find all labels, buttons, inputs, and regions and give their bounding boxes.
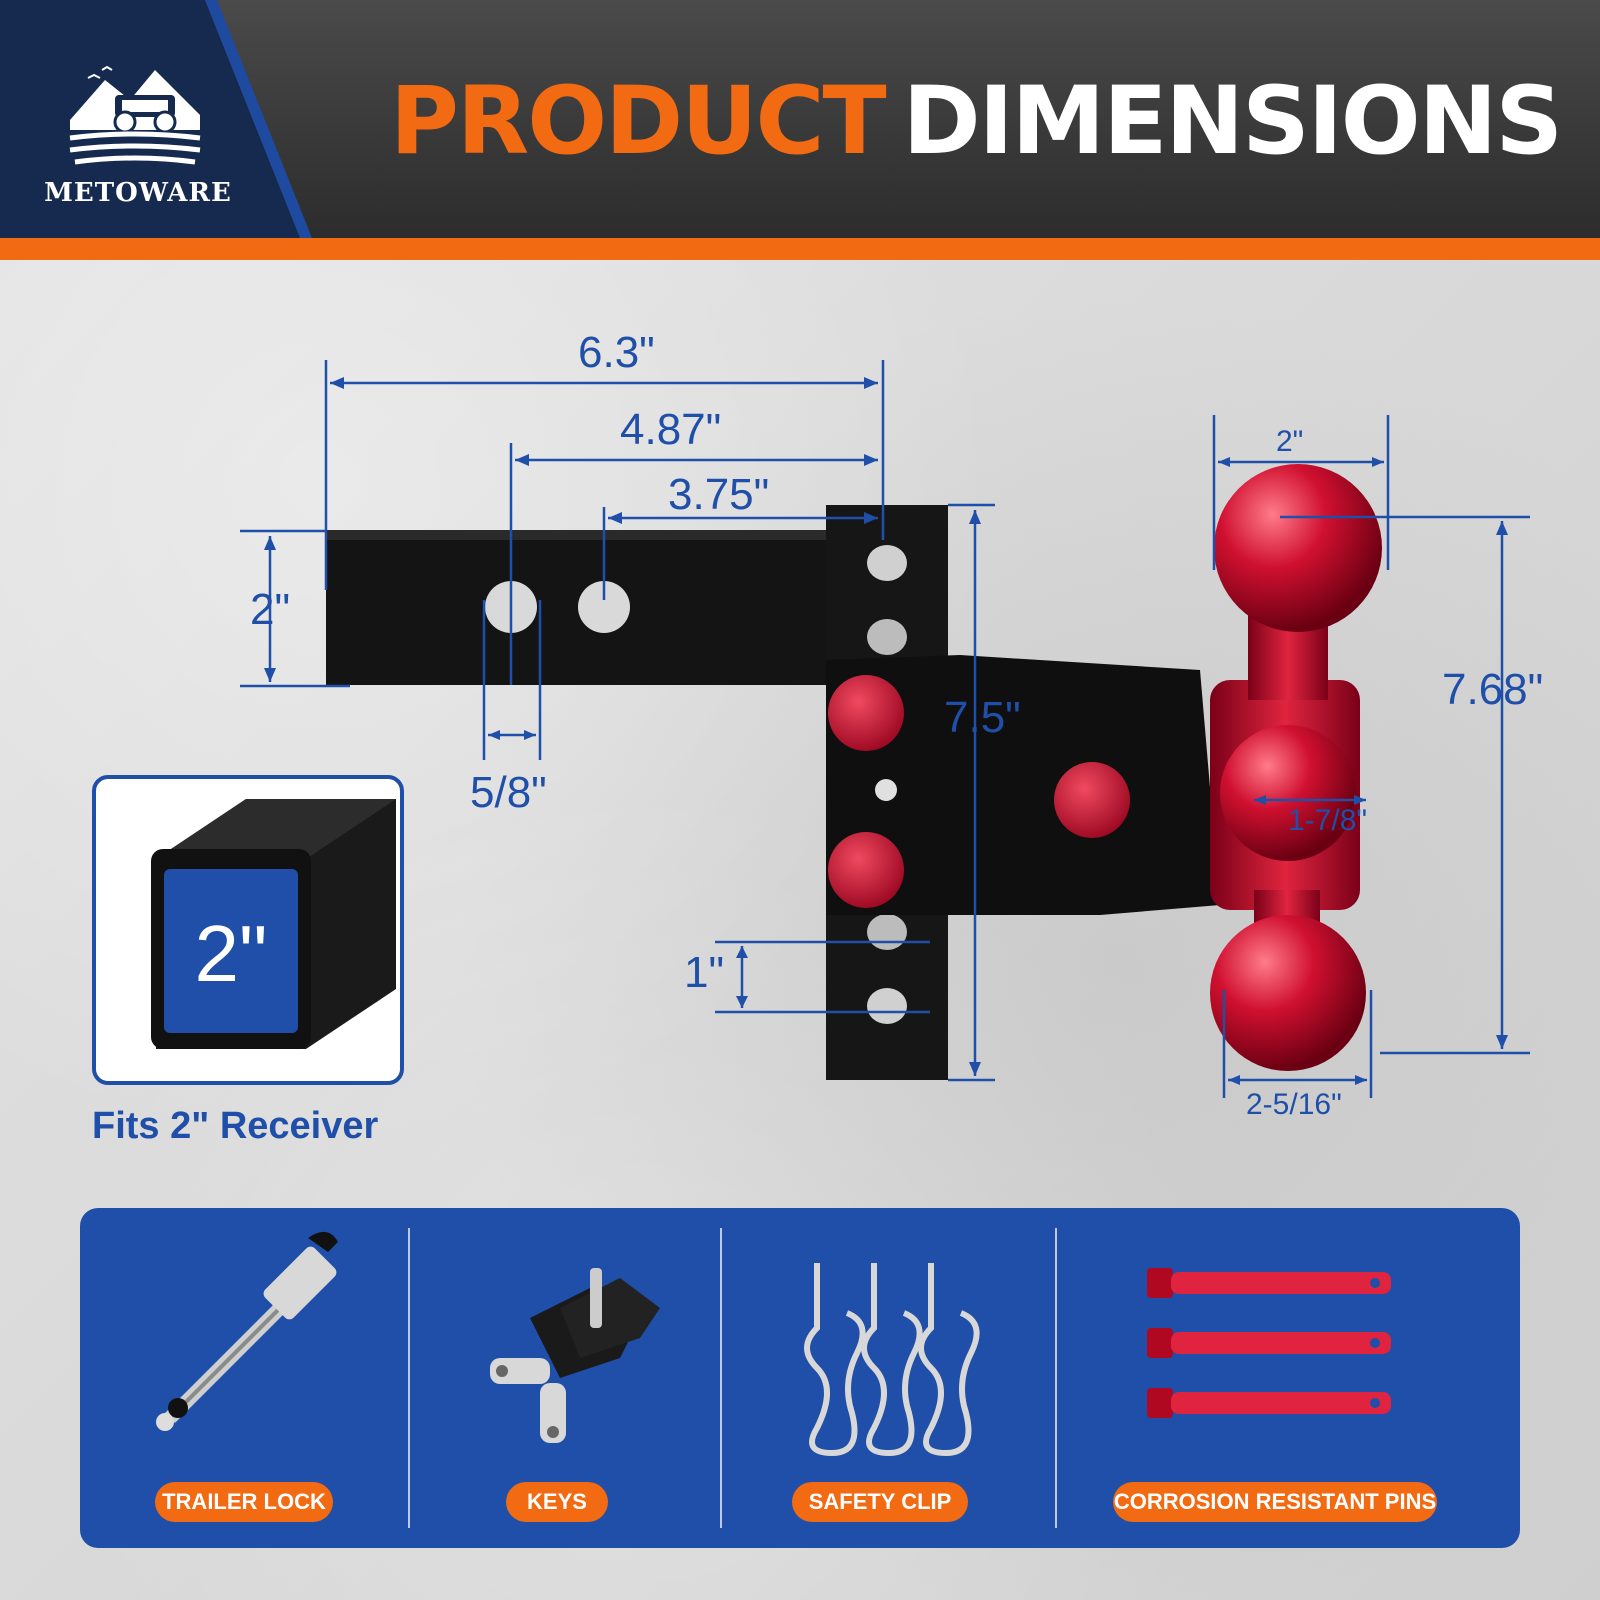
accessories-panel: TRAILER LOCK KEYS SAFETY CLIP <box>80 1208 1520 1548</box>
accessory-safety-clip: SAFETY CLIP <box>722 1208 1055 1548</box>
dim-ball-medium: 1-7/8" <box>1288 804 1368 837</box>
dim-shank-drop: 7.5" <box>944 693 1021 742</box>
accessory-keys: KEYS <box>410 1208 720 1548</box>
trailer-lock-icon <box>156 1231 338 1431</box>
header-accent-bar <box>0 238 1600 260</box>
dim-ball-small: 2" <box>1276 425 1304 458</box>
dim-pin-to-second-hole: 3.75" <box>668 470 770 519</box>
truck-landscape-icon <box>69 65 201 165</box>
title-word-product: PRODUCT <box>390 67 887 176</box>
receiver-card: 2" <box>92 775 404 1085</box>
brand-name: METOWARE <box>44 178 232 208</box>
accessory-label: CORROSION RESISTANT PINS <box>1113 1482 1437 1522</box>
dim-hole-diameter: 5/8" <box>470 768 547 817</box>
receiver-caption: Fits 2" Receiver <box>92 1105 379 1147</box>
dimension-lines <box>240 360 1530 1098</box>
accessory-label: KEYS <box>506 1482 608 1522</box>
hitch-shank <box>326 530 826 685</box>
pins-icon <box>1147 1268 1391 1418</box>
receiver-size-label: 2" <box>195 909 268 998</box>
divider <box>1055 1228 1057 1528</box>
dim-ball-height: 7.68" <box>1442 665 1544 714</box>
safety-clip-icon <box>804 1263 980 1457</box>
tri-ball-assembly <box>1210 464 1382 1071</box>
dim-pin-to-first-hole: 4.87" <box>620 405 722 454</box>
accessory-trailer-lock: TRAILER LOCK <box>80 1208 408 1548</box>
dim-shank-height: 2" <box>250 585 291 634</box>
dim-hole-spacing: 1" <box>684 948 725 997</box>
ball-mount-plate <box>826 655 1220 915</box>
dim-ball-large: 2-5/16" <box>1246 1088 1342 1121</box>
product-drawing <box>240 360 1530 1098</box>
divider <box>720 1228 722 1528</box>
accessory-pins: CORROSION RESISTANT PINS <box>1057 1208 1520 1548</box>
title-word-dimensions: DIMENSIONS <box>902 67 1563 176</box>
keys-icon <box>490 1268 660 1443</box>
accessory-label: TRAILER LOCK <box>155 1482 333 1522</box>
divider <box>408 1228 410 1528</box>
accessory-label: SAFETY CLIP <box>792 1482 968 1522</box>
dim-total-length: 6.3" <box>578 328 655 377</box>
receiver-tube-icon: 2" <box>151 799 396 1049</box>
